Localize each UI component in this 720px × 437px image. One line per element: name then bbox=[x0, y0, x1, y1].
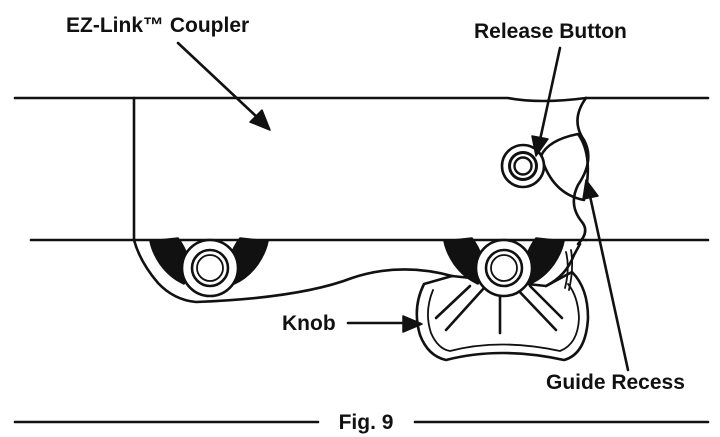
figure-caption: Fig. 9 bbox=[13, 411, 710, 434]
knob bbox=[415, 270, 590, 362]
guide-recess-shape bbox=[539, 132, 590, 202]
leader-knob bbox=[346, 315, 423, 333]
caption-text: Fig. 9 bbox=[339, 411, 394, 434]
label-guide-recess: Guide Recess bbox=[546, 371, 685, 394]
label-coupler: EZ-Link™ Coupler bbox=[66, 14, 249, 37]
leader-guide-recess bbox=[582, 179, 630, 372]
rail-lines bbox=[13, 96, 710, 242]
leader-coupler bbox=[176, 41, 271, 131]
left-fastener bbox=[149, 237, 269, 298]
label-knob: Knob bbox=[282, 312, 336, 335]
leader-release-button bbox=[531, 46, 562, 157]
right-fastener bbox=[443, 237, 565, 298]
release-button bbox=[500, 143, 546, 189]
label-release-button: Release Button bbox=[474, 20, 627, 43]
